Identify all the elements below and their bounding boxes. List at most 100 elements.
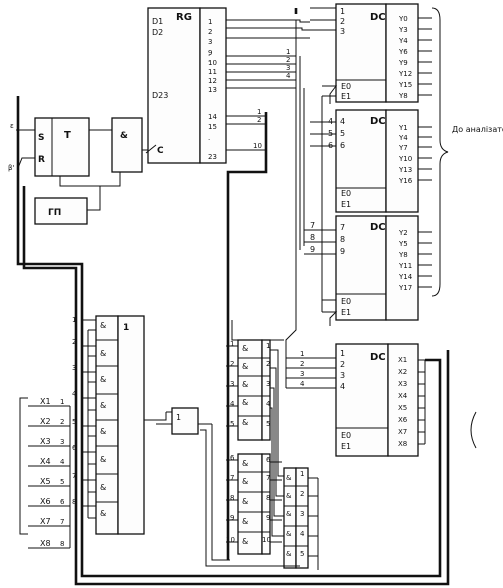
svg-text:&: & xyxy=(100,321,106,330)
svg-text:1: 1 xyxy=(300,350,304,358)
svg-text:2: 2 xyxy=(257,116,261,124)
register-input-d1: D1 xyxy=(152,17,163,26)
svg-text:3: 3 xyxy=(300,370,304,378)
svg-text:&: & xyxy=(242,537,248,546)
svg-text:.: . xyxy=(208,56,210,64)
svg-text:Y4: Y4 xyxy=(398,134,408,142)
analyzer-brace: До аналізатора xyxy=(431,7,503,297)
rg-out-14: 14 xyxy=(208,113,217,121)
svg-text:3: 3 xyxy=(60,438,64,446)
svg-text:&: & xyxy=(242,517,248,526)
svg-text:&: & xyxy=(100,401,106,410)
svg-text:6: 6 xyxy=(266,456,271,464)
svg-text:9: 9 xyxy=(340,247,345,256)
rg-out-15: 15 xyxy=(208,123,217,131)
svg-text:X5: X5 xyxy=(40,477,51,486)
rg-out-13: 13 xyxy=(208,86,217,94)
svg-text:1: 1 xyxy=(60,398,64,406)
middle-or-gate: 1 xyxy=(156,407,230,561)
svg-text:7: 7 xyxy=(72,472,76,480)
svg-text:4: 4 xyxy=(286,72,291,80)
svg-text:9: 9 xyxy=(230,514,234,522)
trigger-title: T xyxy=(64,130,71,141)
rg-out-11: 11 xyxy=(208,68,217,76)
svg-text:3: 3 xyxy=(230,380,234,388)
svg-text:1: 1 xyxy=(340,349,345,358)
svg-text:Y5: Y5 xyxy=(398,240,408,248)
svg-text:5: 5 xyxy=(60,478,64,486)
svg-text:7: 7 xyxy=(310,221,315,230)
svg-text:X6: X6 xyxy=(40,497,51,506)
svg-text:5: 5 xyxy=(230,420,234,428)
and-bank-2: & & & & & 6 7 8 9 10 6 7 8 9 10 xyxy=(226,453,271,555)
x-inputs: X1 X2 X3 X4 X5 X6 X7 X8 1 2 3 4 5 6 7 8 xyxy=(19,397,71,549)
svg-text:Y9: Y9 xyxy=(398,59,408,67)
rg-out-1: 1 xyxy=(208,18,212,26)
svg-text:β': β' xyxy=(8,164,14,172)
rg-out-9: 9 xyxy=(208,49,212,57)
svg-text:Y10: Y10 xyxy=(398,155,412,163)
svg-text:1: 1 xyxy=(72,316,76,324)
svg-text:4: 4 xyxy=(300,530,305,538)
decoder-2-title: DC xyxy=(370,116,386,127)
or-gate-label: 1 xyxy=(123,323,129,333)
register-input-d23: D23 xyxy=(152,91,168,100)
svg-text:X6: X6 xyxy=(398,416,408,424)
svg-text:&: & xyxy=(242,418,248,427)
svg-text:3: 3 xyxy=(266,380,270,388)
svg-text:8: 8 xyxy=(340,235,345,244)
svg-text:7: 7 xyxy=(340,223,345,232)
svg-text:&: & xyxy=(100,349,106,358)
svg-text:&: & xyxy=(286,550,292,558)
register-clock-label: C xyxy=(157,146,164,156)
svg-text:8: 8 xyxy=(266,494,270,502)
svg-text:E0: E0 xyxy=(341,297,351,306)
svg-text:2: 2 xyxy=(286,56,290,64)
svg-text:&: & xyxy=(286,510,292,518)
svg-text:1: 1 xyxy=(266,342,270,350)
rg-out-2: 2 xyxy=(208,28,212,36)
svg-text:E0: E0 xyxy=(341,189,351,198)
svg-text:X2: X2 xyxy=(40,417,51,426)
svg-text:1: 1 xyxy=(230,340,234,348)
svg-text:&: & xyxy=(242,362,248,371)
svg-text:2: 2 xyxy=(300,490,304,498)
decoder-4: DC 1 2 3 4 E0 E1 X1 X2 X3 X4 X5 X6 X7 X8… xyxy=(285,248,426,457)
svg-text:Y6: Y6 xyxy=(398,48,408,56)
register-input-d2: D2 xyxy=(152,28,163,37)
svg-text:1: 1 xyxy=(340,7,345,16)
svg-text:5: 5 xyxy=(340,129,345,138)
svg-text:2: 2 xyxy=(340,17,345,26)
svg-text:E1: E1 xyxy=(341,200,351,209)
svg-text:&: & xyxy=(242,459,248,468)
svg-text:X5: X5 xyxy=(398,404,407,412)
svg-text:5: 5 xyxy=(266,420,270,428)
svg-text:6: 6 xyxy=(72,444,77,452)
svg-text:X4: X4 xyxy=(40,457,51,466)
rg-out-12: 12 xyxy=(208,77,217,85)
svg-text:E1: E1 xyxy=(341,442,351,451)
svg-text:Y8: Y8 xyxy=(398,92,408,100)
svg-text:7: 7 xyxy=(266,474,270,482)
svg-text:X2: X2 xyxy=(398,368,407,376)
svg-text:4: 4 xyxy=(340,382,345,391)
svg-text:X8: X8 xyxy=(398,440,407,448)
svg-text:3: 3 xyxy=(286,64,290,72)
svg-text:2: 2 xyxy=(266,360,270,368)
svg-text:2: 2 xyxy=(340,360,345,369)
svg-text:&: & xyxy=(242,497,248,506)
svg-text:1: 1 xyxy=(176,413,181,422)
svg-text:4: 4 xyxy=(300,380,305,388)
trigger-t: S R T ε β' xyxy=(8,117,112,177)
svg-text:1: 1 xyxy=(257,108,261,116)
register-title: RG xyxy=(176,12,192,23)
svg-text:6: 6 xyxy=(230,454,235,462)
feedback-wire xyxy=(16,96,442,578)
svg-text:Y13: Y13 xyxy=(398,166,412,174)
decoder-1: DC 1 2 3 E0 E1 Y0 Y3 Y4 Y6 Y9 Y12 Y15 Y8 xyxy=(310,3,432,104)
svg-text:Y14: Y14 xyxy=(398,273,413,281)
and-gate-label: & xyxy=(120,131,128,141)
svg-text:Y0: Y0 xyxy=(398,15,408,23)
svg-text:3: 3 xyxy=(340,371,345,380)
svg-text:Y15: Y15 xyxy=(398,81,412,89)
